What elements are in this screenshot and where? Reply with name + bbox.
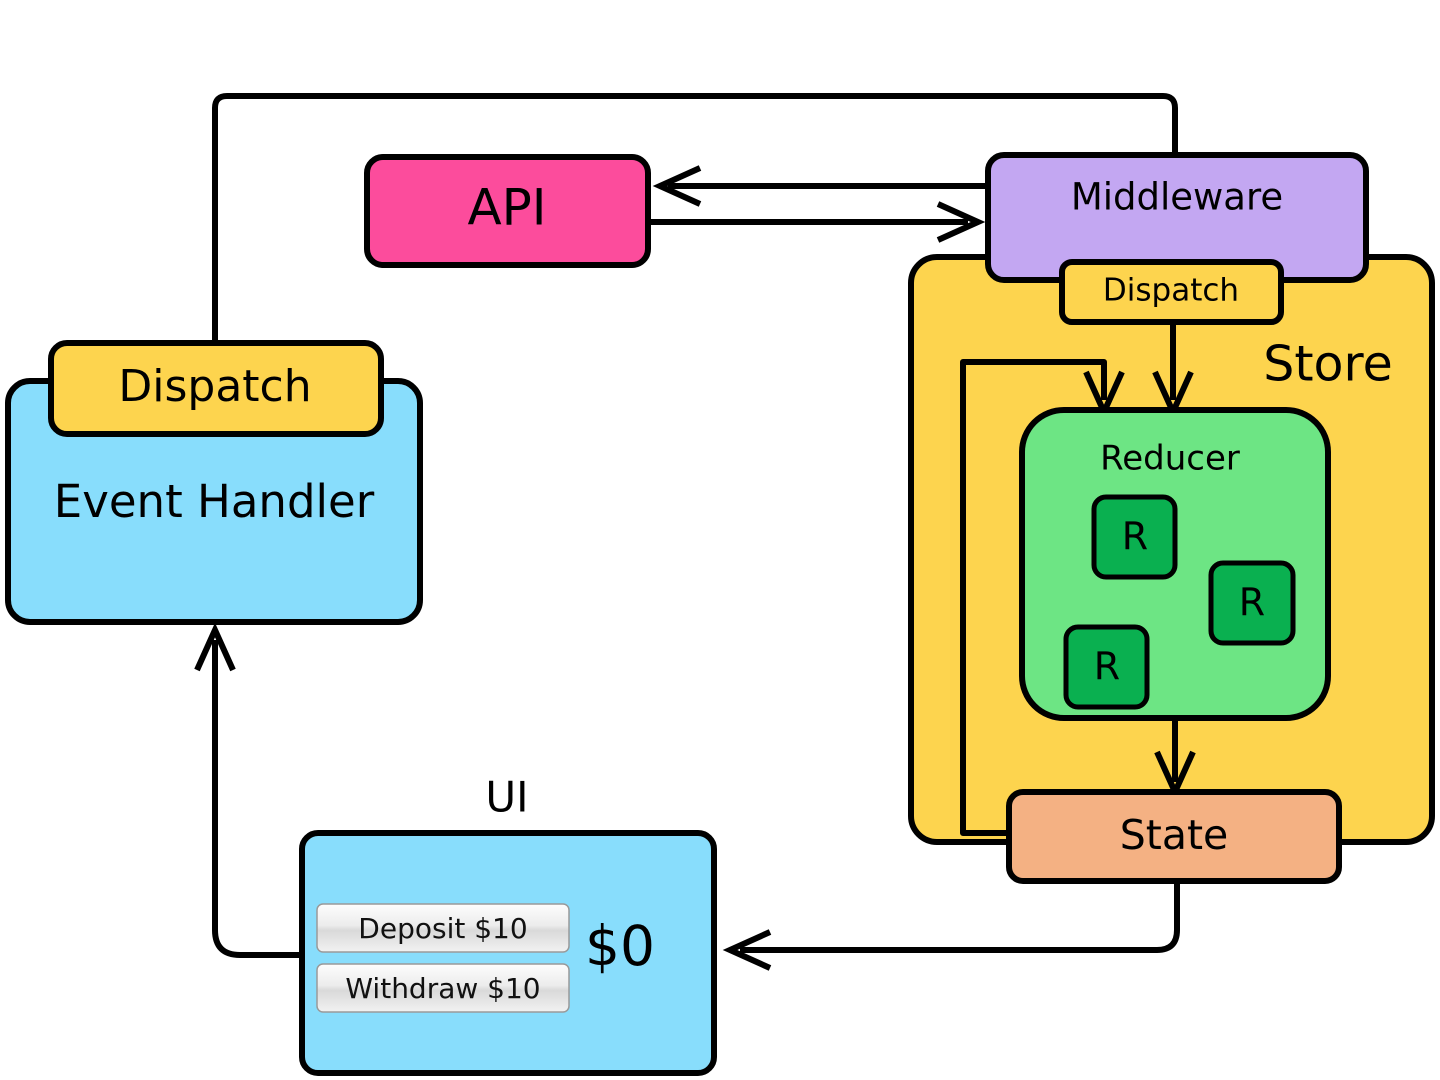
edge-ui-to-event-handler bbox=[212, 640, 302, 958]
reducer-item bbox=[1091, 494, 1178, 580]
reducer-item-label: R bbox=[1239, 581, 1265, 625]
store-dispatch-box bbox=[1059, 259, 1284, 325]
reducer-item bbox=[1063, 624, 1150, 710]
ui-balance: $0 bbox=[585, 914, 655, 978]
api-box bbox=[364, 154, 651, 268]
event-handler-label: Event Handler bbox=[54, 475, 375, 528]
reducer-item bbox=[1208, 560, 1296, 646]
edge-state-to-ui bbox=[740, 881, 1180, 953]
reducer-item-label: R bbox=[1094, 645, 1120, 689]
arrowhead-state-to-ui bbox=[722, 929, 772, 971]
withdraw-button[interactable] bbox=[316, 963, 570, 1013]
handler-dispatch-label: Dispatch bbox=[118, 361, 311, 412]
edge-dispatch-to-middleware bbox=[212, 93, 1178, 345]
middleware-label: Middleware bbox=[1071, 176, 1283, 219]
ui-label: UI bbox=[485, 773, 528, 822]
arrowhead-ui-to-handler bbox=[194, 622, 236, 672]
reducer-label: Reducer bbox=[1100, 439, 1240, 479]
arrowhead-to-middleware bbox=[936, 201, 986, 243]
withdraw-button-label: Withdraw $10 bbox=[345, 972, 540, 1005]
ui-box bbox=[299, 830, 717, 1076]
arrowhead-to-api bbox=[652, 165, 702, 207]
store-dispatch-label: Dispatch bbox=[1103, 273, 1239, 309]
reducer-item-label: R bbox=[1122, 515, 1148, 559]
state-label: State bbox=[1120, 811, 1229, 859]
handler-dispatch-box bbox=[48, 340, 384, 437]
api-label: API bbox=[467, 179, 546, 237]
deposit-button-label: Deposit $10 bbox=[358, 912, 527, 945]
edge-state-to-reducer-feedback bbox=[960, 359, 1107, 836]
deposit-button[interactable] bbox=[316, 903, 570, 953]
store-label: Store bbox=[1263, 336, 1393, 393]
